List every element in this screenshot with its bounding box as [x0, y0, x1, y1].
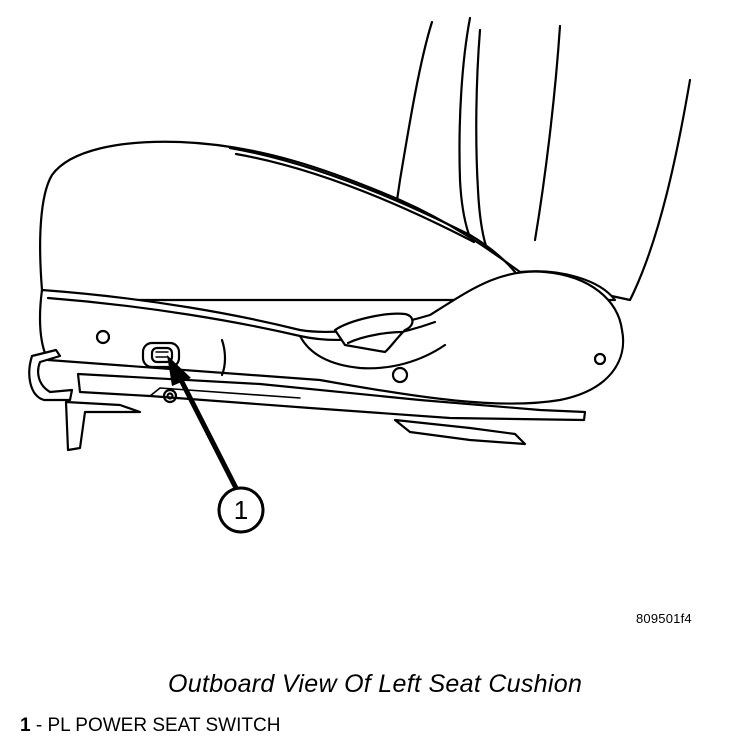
- leader-arrow: [167, 355, 240, 493]
- seat-track: [28, 348, 587, 452]
- figure-caption: Outboard View Of Left Seat Cushion: [168, 670, 583, 698]
- legend-separator: -: [30, 715, 48, 736]
- legend-item: 1 - PL POWER SEAT SWITCH: [20, 715, 280, 737]
- callout-bubble: 1: [217, 486, 265, 534]
- legend-number: 1: [20, 715, 31, 736]
- callout-number: 1: [234, 495, 248, 525]
- legend-text: PL POWER SEAT SWITCH: [47, 715, 281, 736]
- side-shield: [38, 270, 625, 405]
- power-seat-switch: [141, 341, 181, 369]
- figure-id: 809501f4: [636, 611, 692, 626]
